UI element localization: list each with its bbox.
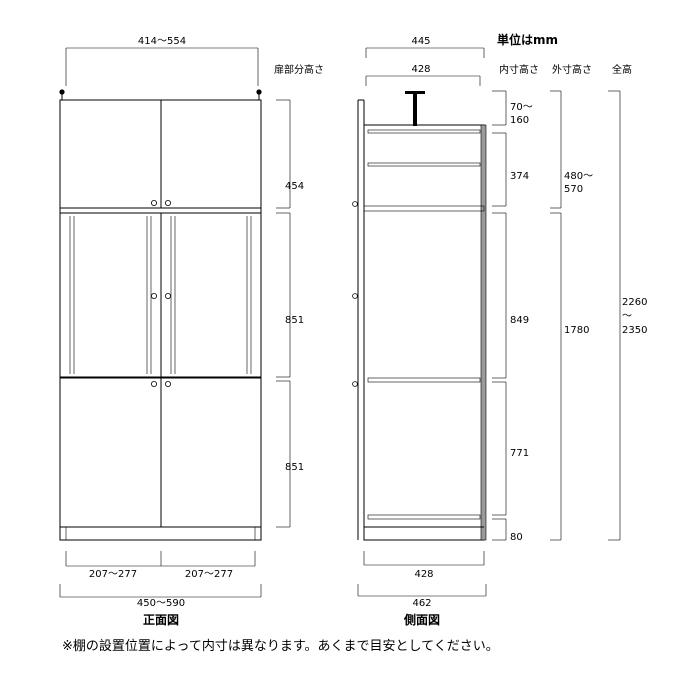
side-back-panel [480, 124, 487, 541]
middle-left-knob [150, 292, 157, 299]
side-bottom-depth-outer: 462 [412, 598, 431, 609]
side-tension-pole [405, 91, 425, 126]
door-height-bottom: 851 [285, 462, 304, 473]
total-height-c: 2350 [622, 325, 647, 336]
tension-pole-left [59, 89, 65, 100]
inner-height-top-b: 160 [510, 115, 529, 126]
front-view-title: 正面図 [143, 613, 179, 627]
top-unit-base-board [59, 207, 262, 214]
side-shelf-2 [367, 377, 481, 383]
side-top-depth-dimensions: 445 428 [365, 36, 485, 86]
inner-height-middle: 849 [510, 315, 529, 326]
door-right-width: 207〜277 [185, 569, 233, 580]
front-bottom-dimensions: 207〜277 207〜277 450〜590 [59, 551, 262, 609]
front-top-width-label: 414〜554 [138, 36, 186, 47]
front-top-width-dimension: 414〜554 [65, 36, 259, 86]
inner-height-top-a: 70〜 [510, 102, 533, 113]
total-height-a: 2260 [622, 297, 647, 308]
bottom-right-knob [164, 380, 171, 387]
inner-height-plinth: 80 [510, 532, 523, 543]
bottom-left-knob [150, 380, 157, 387]
inner-height-upper: 374 [510, 171, 529, 182]
door-height-top: 454 [285, 181, 304, 192]
outer-height-lower: 1780 [564, 325, 589, 336]
side-view: 445 428 [352, 36, 647, 627]
inner-height-header: 内寸高さ [499, 63, 539, 76]
side-bottom-board [367, 514, 481, 520]
door-left-width: 207〜277 [89, 569, 137, 580]
side-view-title: 側面図 [403, 612, 440, 627]
side-top-depth-outer: 445 [411, 36, 430, 47]
outer-height-header: 外寸高さ [552, 63, 592, 76]
front-view: 414〜554 [59, 36, 304, 627]
side-knob-top [352, 201, 358, 207]
total-height-dimension: 2260 〜 2350 [608, 90, 647, 541]
bottom-doors [60, 378, 261, 540]
unit-note: 単位はmm [497, 32, 558, 47]
door-height-header: 扉部分高さ [274, 63, 324, 76]
side-bottom-depth-dimensions: 428 462 [357, 551, 487, 609]
glass-doors [59, 212, 262, 378]
inner-height-lower: 771 [510, 448, 529, 459]
total-height-b: 〜 [622, 311, 632, 322]
outer-height-top-a: 480〜 [564, 171, 593, 182]
side-unit-joint [363, 205, 485, 212]
inner-height-dimensions: 70〜 160 374 849 771 80 [492, 90, 533, 543]
outer-height-top-b: 570 [564, 184, 583, 195]
top-right-knob [164, 199, 171, 206]
side-shelf-1 [367, 162, 481, 167]
front-total-width: 450〜590 [137, 598, 185, 609]
side-cabinet-body [363, 124, 485, 541]
total-height-header: 全高 [612, 63, 632, 76]
door-height-middle: 851 [285, 315, 304, 326]
door-height-dimensions: 454 851 851 [276, 99, 304, 528]
outer-height-dimensions: 480〜 570 1780 [550, 90, 593, 541]
footnote: ※棚の設置位置によって内寸は異なります。あくまで目安としてください。 [62, 638, 499, 654]
tension-pole-right [256, 89, 262, 100]
top-left-knob [150, 199, 157, 206]
side-knob-middle [352, 293, 358, 299]
side-knob-bottom [352, 381, 358, 387]
side-bottom-depth-inner: 428 [414, 569, 433, 580]
side-top-board [367, 129, 481, 134]
middle-right-knob [164, 292, 171, 299]
side-top-depth-inner: 428 [411, 64, 430, 75]
